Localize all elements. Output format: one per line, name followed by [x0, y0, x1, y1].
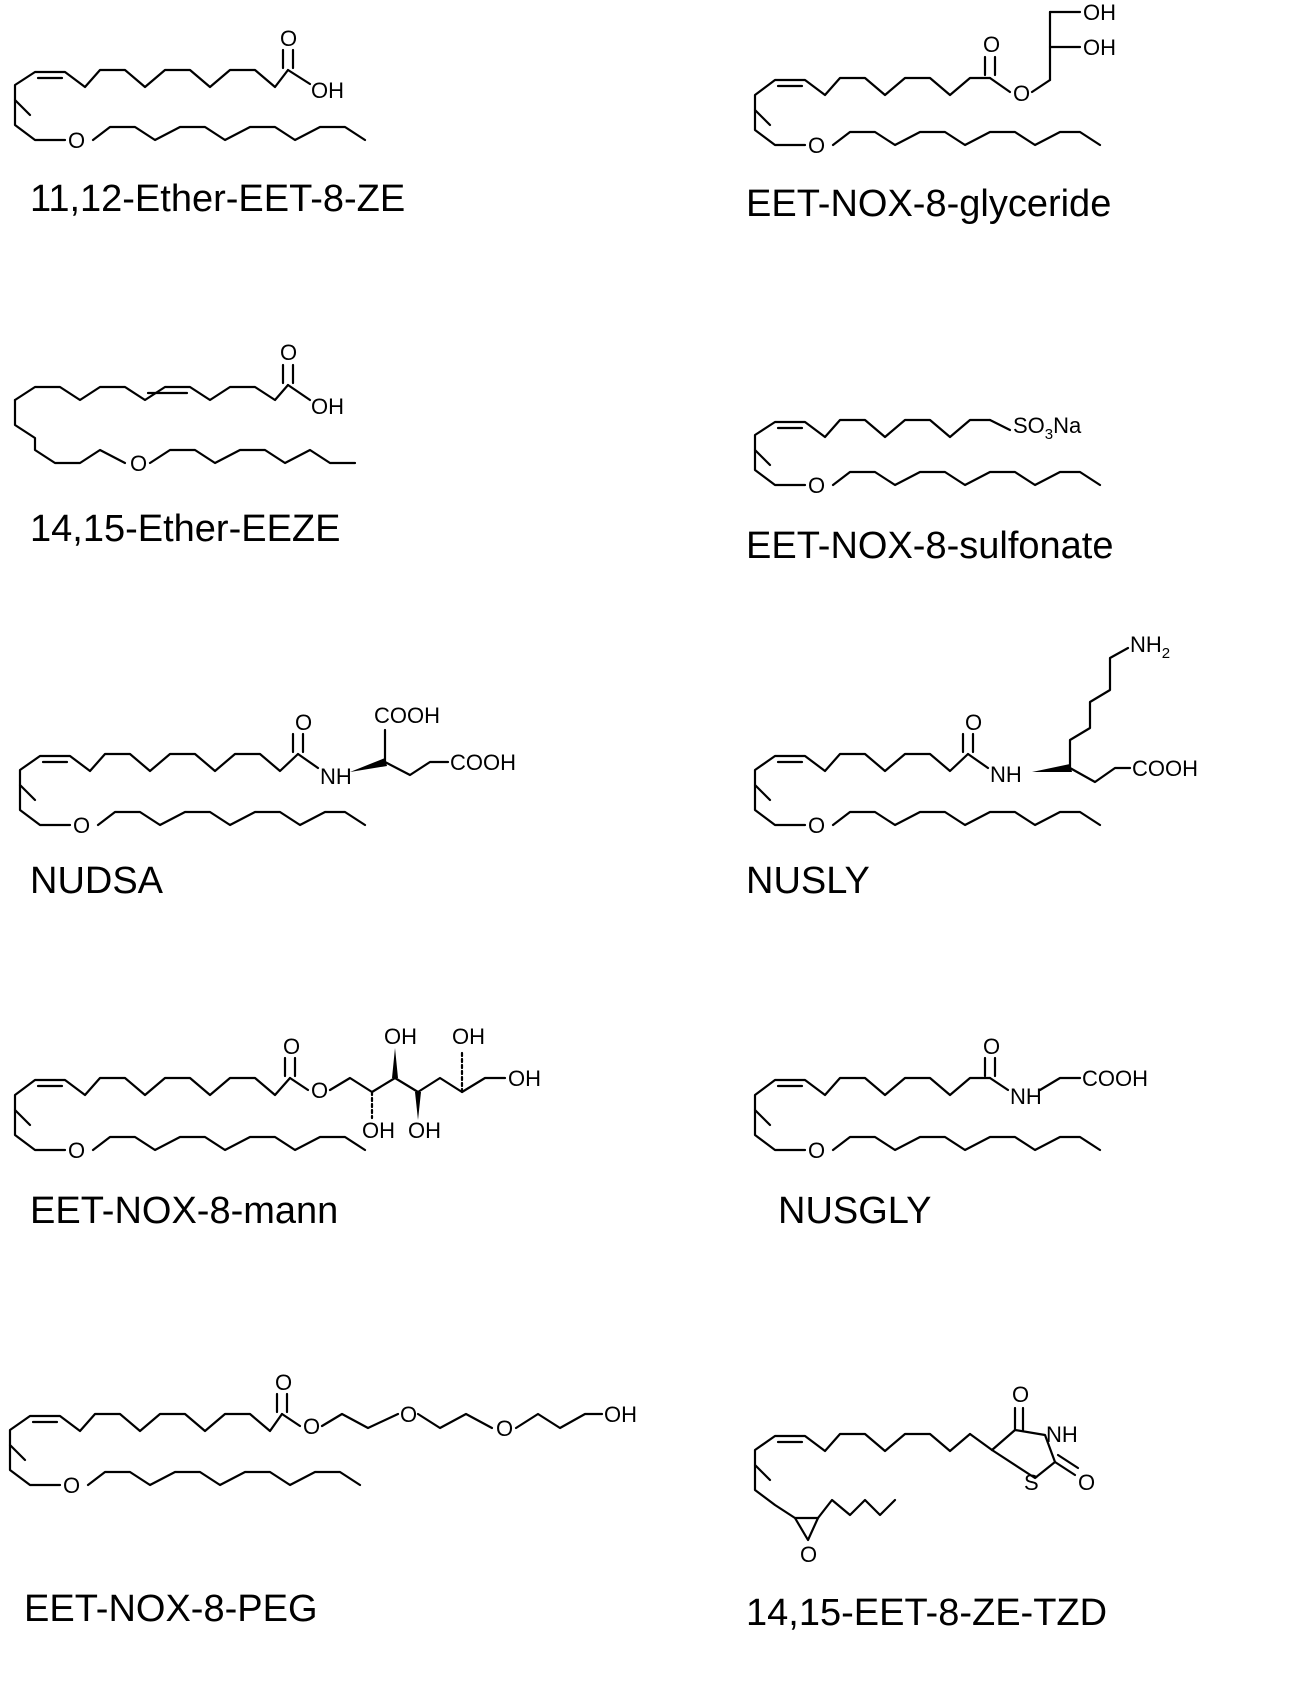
structure-nusly: NH2 O NH COOH O: [753, 632, 1198, 838]
hydroxyl-label: OH: [1083, 0, 1116, 25]
compound-name: 11,12-Ether-EET-8-ZE: [30, 178, 406, 220]
structure-nudsa: O NH COOH COOH O: [18, 703, 516, 838]
carbonyl-oxygen-label: O: [295, 710, 312, 735]
structure-nusgly: O NH COOH O: [753, 1034, 1148, 1163]
compound-name: 14,15-Ether-EEZE: [30, 508, 341, 550]
thioether-sulfur-label: S: [1024, 1470, 1039, 1495]
compound-eet-nox-8-peg: O O O O OH O EET-NOX-8-PEG: [0, 1350, 640, 1686]
sulfonate-label: SO3Na: [1013, 413, 1082, 443]
compound-name: NUSGLY: [778, 1190, 932, 1232]
compound-name: EET-NOX-8-PEG: [24, 1588, 318, 1630]
structure-eet-nox-8-sulfonate: SO3Na O: [753, 413, 1102, 498]
carbonyl-oxygen-label: O: [283, 1034, 300, 1059]
hydroxyl-label: OH: [1083, 35, 1116, 60]
compound-eet-nox-8-mann: O O OH OH OH OH OH O EET-NOX-8-mann: [0, 1010, 640, 1310]
carbonyl-oxygen-label: O: [1078, 1470, 1095, 1495]
structure-eet-nox-8-peg: O O O O OH O: [8, 1370, 637, 1498]
hydroxyl-label: OH: [311, 78, 344, 103]
imide-nh-label: NH: [1046, 1422, 1078, 1447]
compound-eet-nox-8-glyceride: O O OH OH O EET-NOX-8-glyceride: [640, 0, 1299, 300]
carboxyl-label: COOH: [374, 703, 440, 728]
ether-oxygen-label: O: [496, 1416, 513, 1441]
compound-nusly: NH2 O NH COOH O NUSLY: [640, 630, 1299, 970]
ether-oxygen-label: O: [130, 451, 147, 476]
compound-nudsa: O NH COOH COOH O NUDSA: [0, 680, 640, 980]
ether-oxygen-label: O: [400, 1402, 417, 1427]
carboxyl-label: COOH: [1132, 756, 1198, 781]
structure-14-15-ether-eeze: O OH O: [13, 340, 357, 476]
compound-name: 14,15-EET-8-ZE-TZD: [746, 1592, 1108, 1634]
carbonyl-oxygen-label: O: [983, 1034, 1000, 1059]
carboxyl-label: COOH: [450, 750, 516, 775]
compound-name: EET-NOX-8-mann: [30, 1190, 339, 1232]
hydroxyl-label: OH: [452, 1024, 485, 1049]
ester-oxygen-label: O: [311, 1078, 328, 1103]
compound-14-15-ether-eeze: O OH O 14,15-Ether-EEZE: [0, 340, 640, 640]
carbonyl-oxygen-label: O: [280, 340, 297, 365]
ester-oxygen-label: O: [303, 1414, 320, 1439]
compound-14-15-eet-8-ze-tzd: O NH S O O 14,15-EET-8-ZE-TZD: [640, 1350, 1299, 1686]
epoxide-oxygen-label: O: [800, 1542, 817, 1567]
ether-oxygen-label: O: [73, 813, 90, 838]
hydroxyl-label: OH: [604, 1402, 637, 1427]
compound-name: EET-NOX-8-sulfonate: [746, 525, 1114, 567]
hydroxyl-label: OH: [508, 1066, 541, 1091]
ether-oxygen-label: O: [808, 1138, 825, 1163]
structure-eet-nox-8-glyceride: O O OH OH O: [753, 0, 1116, 158]
hydroxyl-label: OH: [362, 1118, 395, 1143]
hydroxyl-label: OH: [384, 1024, 417, 1049]
ether-oxygen-label: O: [68, 1138, 85, 1163]
ether-oxygen-label: O: [808, 813, 825, 838]
amine-label: NH2: [1130, 632, 1170, 662]
compound-name: NUDSA: [30, 860, 164, 902]
carboxyl-label: COOH: [1082, 1066, 1148, 1091]
amide-nh-label: NH: [320, 764, 352, 789]
ether-oxygen-label: O: [808, 473, 825, 498]
compound-name: NUSLY: [746, 860, 870, 902]
carbonyl-oxygen-label: O: [275, 1370, 292, 1395]
structure-14-15-eet-8-ze-tzd: O NH S O O: [753, 1382, 1095, 1567]
ester-oxygen-label: O: [1013, 81, 1030, 106]
amide-nh-label: NH: [1010, 1084, 1042, 1109]
ether-oxygen-label: O: [68, 128, 85, 153]
hydroxyl-label: OH: [311, 394, 344, 419]
compound-nusgly: O NH COOH O NUSGLY: [640, 1010, 1299, 1310]
carbonyl-oxygen-label: O: [983, 32, 1000, 57]
carbonyl-oxygen-label: O: [1012, 1382, 1029, 1407]
compound-11-12-ether-eet-8-ze: O OH O 11,12-Ether-EET-8-ZE: [0, 0, 640, 300]
ether-oxygen-label: O: [63, 1473, 80, 1498]
structure-11-12-ether-eet-8-ze: O OH O: [13, 26, 367, 153]
compound-eet-nox-8-sulfonate: SO3Na O EET-NOX-8-sulfonate: [640, 340, 1299, 640]
hydroxyl-label: OH: [408, 1118, 441, 1143]
structure-eet-nox-8-mann: O O OH OH OH OH OH O: [13, 1024, 541, 1163]
amide-nh-label: NH: [990, 762, 1022, 787]
carbonyl-oxygen-label: O: [965, 710, 982, 735]
ether-oxygen-label: O: [808, 133, 825, 158]
compound-name: EET-NOX-8-glyceride: [746, 183, 1112, 225]
carbonyl-oxygen-label: O: [280, 26, 297, 51]
